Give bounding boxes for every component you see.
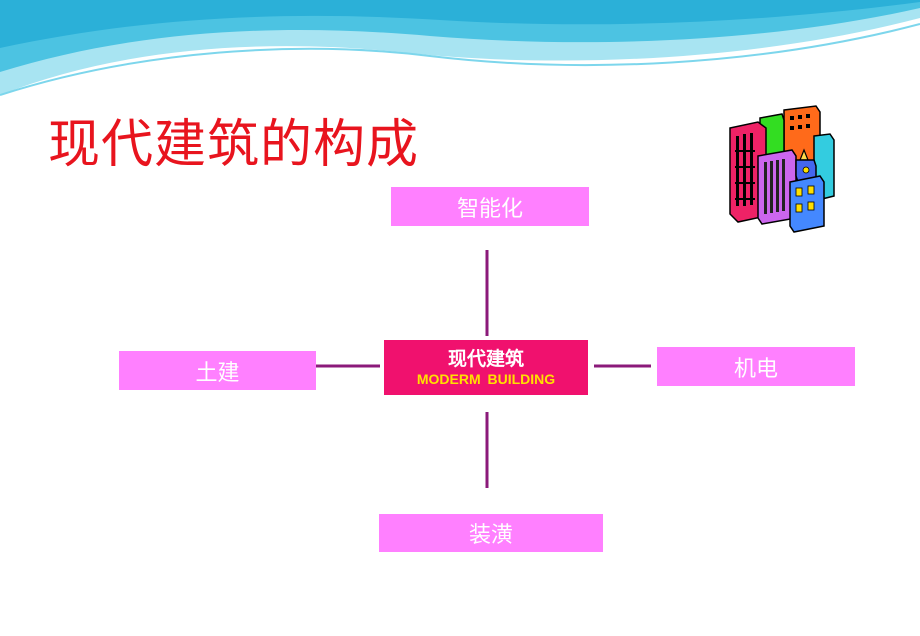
node-civil: 土建 (119, 351, 316, 390)
center-label-en: MODERM BUILDING (416, 370, 556, 387)
node-mep-label: 机电 (733, 356, 778, 382)
node-intelligent: 智能化 (391, 187, 589, 226)
node-decoration: 装潢 (379, 514, 603, 552)
slide-title: 现代建筑的构成 (48, 115, 420, 175)
center-label-cn: 现代建筑 (447, 347, 524, 370)
node-civil-label: 土建 (195, 360, 240, 386)
buildings-clipart-icon (729, 105, 835, 233)
center-node: 现代建筑 MODERM BUILDING (384, 340, 588, 395)
node-intelligent-label: 智能化 (456, 196, 523, 222)
node-mep: 机电 (657, 347, 855, 386)
node-decoration-label: 装潢 (468, 523, 513, 548)
header-wave-decoration (0, 0, 920, 96)
